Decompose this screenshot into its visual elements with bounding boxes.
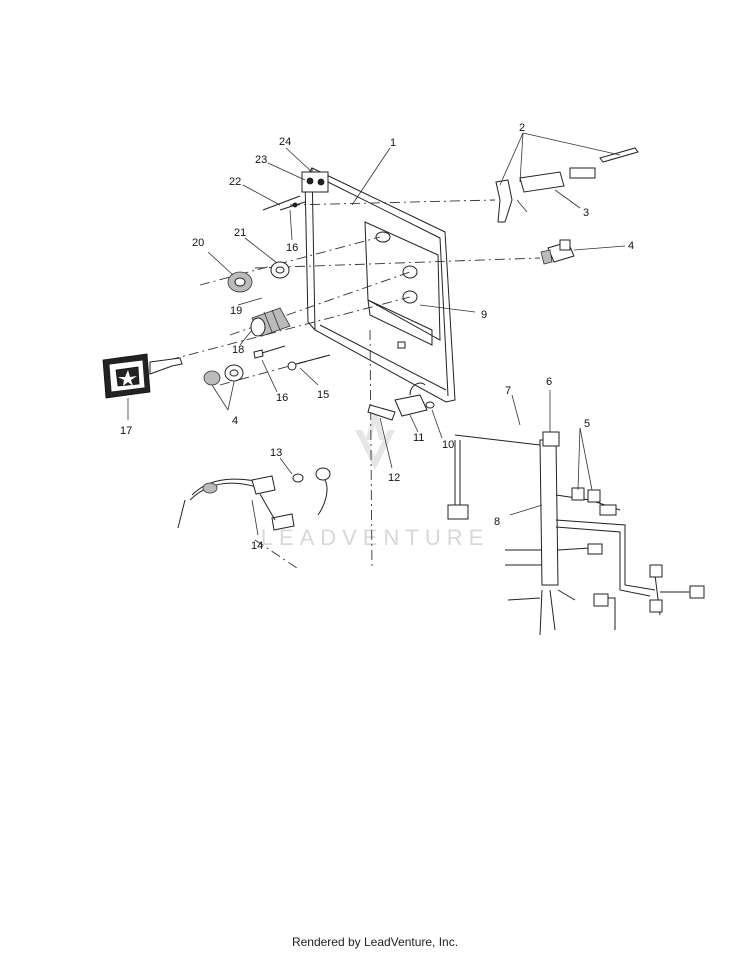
nut-washer: [227, 261, 290, 293]
leader-lines: [127, 132, 626, 536]
callout-6: 6: [546, 376, 552, 388]
callout-15: 15: [317, 389, 329, 401]
callout-21: 21: [234, 227, 246, 239]
callout-8: 8: [494, 516, 500, 528]
callout-3: 3: [583, 207, 589, 219]
callout-4-bezel: 4: [232, 415, 238, 427]
callout-16-upper: 16: [286, 242, 298, 254]
callout-13: 13: [270, 447, 282, 459]
panel-connector: [367, 382, 435, 421]
callout-7: 7: [505, 385, 511, 397]
callout-10: 10: [442, 439, 454, 451]
callout-24: 24: [279, 136, 291, 148]
key-switch-harness: [177, 467, 331, 531]
callout-1: 1: [390, 137, 396, 149]
switch-assembly: [495, 147, 639, 223]
ignition-switch: [250, 307, 291, 337]
callout-17: 17: [120, 425, 132, 437]
callout-2: 2: [519, 122, 525, 134]
watermark-text: LEADVENTURE: [261, 525, 490, 550]
callout-9: 9: [481, 309, 487, 321]
callout-23: 23: [255, 154, 267, 166]
callout-5: 5: [584, 418, 590, 430]
screws: [253, 345, 331, 371]
callout-12: 12: [388, 472, 400, 484]
ignition-key: [102, 353, 183, 399]
bezel-parts: [203, 364, 244, 386]
callout-19: 19: [230, 305, 242, 317]
callout-4-toggle: 4: [628, 240, 634, 252]
dash-panel: [304, 167, 456, 403]
main-wiring-harness: [447, 431, 705, 636]
callout-14: 14: [251, 540, 263, 552]
callout-16-lower: 16: [276, 392, 288, 404]
callout-20: 20: [192, 237, 204, 249]
footer-credit: Rendered by LeadVenture, Inc.: [291, 935, 459, 949]
callouts: 1 2 3 4 4 5 6 7 8 9 10 11 12 13 14 15 16…: [120, 122, 634, 552]
callout-11: 11: [413, 432, 424, 444]
toggle-switch: [540, 239, 575, 265]
callout-18: 18: [232, 344, 244, 356]
bracket-hardware: [262, 171, 329, 211]
callout-22: 22: [229, 176, 241, 188]
